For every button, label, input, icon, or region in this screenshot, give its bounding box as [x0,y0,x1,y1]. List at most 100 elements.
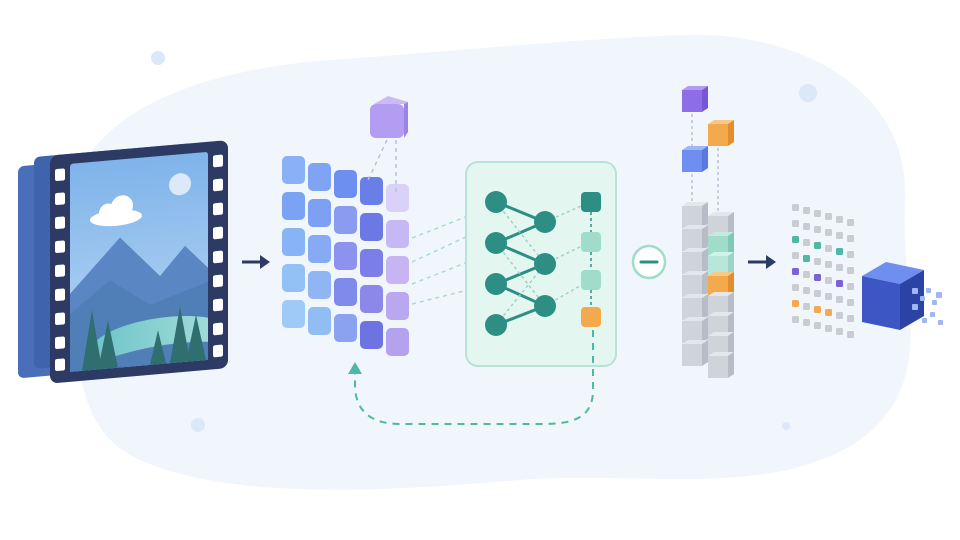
grid-token [334,170,357,198]
matrix-dot [847,267,854,274]
matrix-dot [803,303,810,310]
matrix-dot [792,284,799,291]
grid-token [334,314,357,342]
matrix-dot [792,220,799,227]
network-node [485,191,556,336]
matrix-dot [803,207,810,214]
neural-network-icon [465,161,617,367]
grid-token [360,177,383,205]
minus-icon [631,244,667,280]
matrix-dot [836,264,843,271]
matrix-dot [847,219,854,226]
query-token-cube [370,96,408,138]
decor-dot [799,84,817,102]
stack-token [708,352,734,378]
stack-token [682,202,708,228]
matrix-dot [825,245,832,252]
decor-dot [782,422,790,430]
matrix-dot [825,229,832,236]
grid-token [386,256,409,284]
decor-dot [151,51,165,65]
feedback-loop-arrow [354,330,594,425]
film-frames-icon [18,140,228,383]
matrix-dot [814,242,821,249]
cloud-icon [90,195,142,227]
stack-token [682,271,708,297]
grid-token [334,242,357,270]
matrix-dot [814,210,821,217]
arrow-right-icon [748,255,776,269]
stack-token [682,248,708,274]
matrix-dot [847,235,854,242]
output-token [581,307,601,327]
grid-token [308,199,331,227]
matrix-dot [825,261,832,268]
matrix-dot [814,290,821,297]
matrix-dot [814,274,821,281]
token-stacks-icon [682,86,734,378]
grid-token [386,328,409,356]
grid-token [282,156,305,184]
matrix-dot [803,319,810,326]
token-grid-icon [282,156,409,356]
matrix-dot [792,300,799,307]
grid-token [282,192,305,220]
matrix-dot [847,299,854,306]
matrix-dot [814,258,821,265]
grid-token [282,264,305,292]
matrix-dot [825,293,832,300]
matrix-dot [803,271,810,278]
matrix-dot [836,216,843,223]
matrix-dot [792,252,799,259]
grid-token [360,285,383,313]
matrix-dot [825,213,832,220]
matrix-dot [847,251,854,258]
matrix-dot [847,331,854,338]
stack-token [682,340,708,366]
matrix-dot [836,280,843,287]
grid-token [308,163,331,191]
matrix-dot [825,309,832,316]
grid-token [360,249,383,277]
grid-token [360,321,383,349]
output-cube-icon [862,262,943,330]
stack-token [682,225,708,251]
stack-token [682,86,708,112]
sun-icon [169,173,191,196]
matrix-dot [814,306,821,313]
stack-token [708,120,734,146]
arrow-right-icon [242,255,270,269]
tree-icon [82,306,206,371]
stack-token [682,294,708,320]
output-token [581,270,601,290]
matrix-dot [836,328,843,335]
output-token [581,192,601,212]
grid-token [282,228,305,256]
stack-token [682,146,708,172]
grid-token [308,271,331,299]
matrix-dot [836,232,843,239]
matrix-dot [803,239,810,246]
grid-token [360,213,383,241]
grid-token [386,220,409,248]
grid-network-links [411,215,469,305]
matrix-dot [803,223,810,230]
matrix-dot [825,277,832,284]
grid-token [386,292,409,320]
matrix-dot [836,248,843,255]
grid-token [334,206,357,234]
arrow-up-icon [348,362,362,374]
grid-token [282,300,305,328]
matrix-dot [803,255,810,262]
matrix-dot [847,315,854,322]
matrix-dot [803,287,810,294]
matrix-dot [814,226,821,233]
matrix-dot [836,296,843,303]
matrix-dot [814,322,821,329]
matrix-dot [792,236,799,243]
matrix-dot [847,283,854,290]
matrix-dot [792,204,799,211]
grid-token [308,307,331,335]
matrix-dot [792,316,799,323]
